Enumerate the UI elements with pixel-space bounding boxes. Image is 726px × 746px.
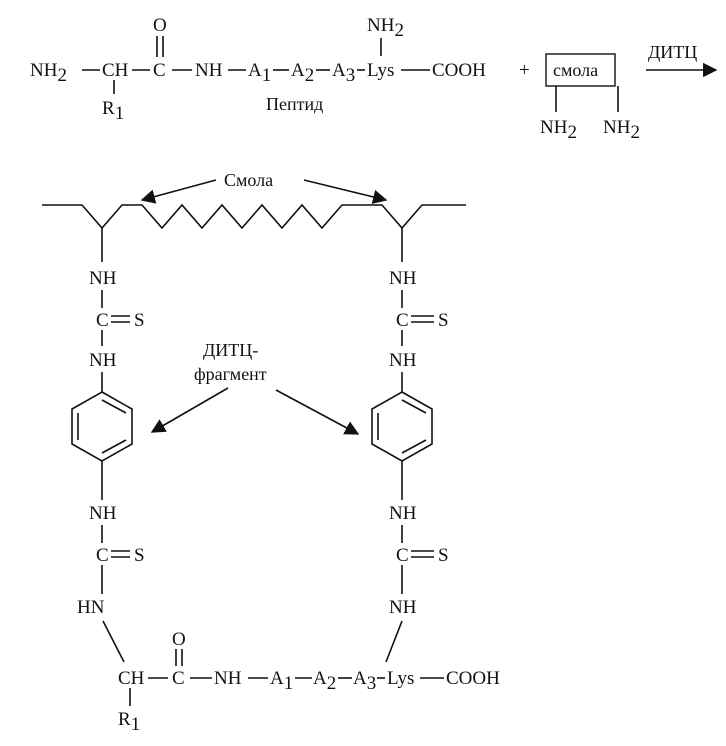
left-upper-nh2: NH: [89, 350, 117, 371]
bound-residue-a2: A2: [313, 668, 336, 694]
right-benzene-ring: [371, 391, 433, 462]
resin-nh2-right: NH2: [603, 117, 640, 143]
bound-alpha-ch: CH: [118, 668, 145, 689]
peptide-alpha-ch: CH: [102, 60, 129, 81]
left-upper-s: S: [134, 310, 145, 331]
peptide-cooh-terminus: COOH: [432, 60, 486, 81]
starting-peptide: NH2 CH R1 O C NH A1 A2 A3 NH2 Lys COOH П…: [30, 15, 486, 124]
ditc-pointer-right: [275, 389, 360, 435]
ditc-pointer-left: [150, 387, 229, 433]
right-lower-c: C: [396, 545, 409, 566]
right-upper-s: S: [438, 310, 449, 331]
resin-box: [545, 53, 616, 87]
bound-amide-nh: NH: [214, 668, 242, 689]
peptide-carbonyl-c: C: [153, 60, 166, 81]
left-upper-c: C: [96, 310, 109, 331]
bound-residue-a3: A3: [353, 668, 376, 694]
reaction-arrow: ДИТЦ: [646, 42, 718, 78]
right-lower-nh2: NH: [389, 597, 417, 618]
resin-backbone: Смола: [42, 170, 466, 262]
residue-a2: A2: [291, 60, 314, 86]
bound-carbonyl-c: C: [172, 668, 185, 689]
lysine-side-chain-nh2: NH2: [367, 15, 404, 41]
residue-a3: A3: [332, 60, 355, 86]
ditc-fragment-callout: ДИТЦ- фрагмент: [150, 340, 360, 435]
right-upper-nh2: NH: [389, 350, 417, 371]
peptide-carbonyl-o: O: [153, 15, 167, 36]
ditc-label-line1: ДИТЦ-: [203, 340, 258, 360]
bound-cooh-terminus: COOH: [446, 668, 500, 689]
right-upper-nh: NH: [389, 268, 417, 289]
left-hn: HN: [77, 597, 105, 618]
left-lower-c: C: [96, 545, 109, 566]
resin-reagent: смола NH2 NH2: [540, 53, 640, 143]
bound-residue-lys: Lys: [387, 668, 414, 689]
resin-chain: [42, 203, 466, 230]
right-ditc-linker: NH C S NH NH C S NH: [371, 268, 449, 663]
bond: [385, 620, 403, 663]
left-upper-nh: NH: [89, 268, 117, 289]
peptide-caption: Пептид: [266, 94, 323, 114]
right-lower-s: S: [438, 545, 449, 566]
right-upper-c: C: [396, 310, 409, 331]
resin-nh2-left: NH2: [540, 117, 577, 143]
ditc-label-line2: фрагмент: [194, 364, 267, 384]
left-ditc-linker: NH C S NH NH C S HN: [71, 268, 145, 663]
residue-lys: Lys: [367, 60, 394, 81]
left-benzene-ring: [71, 391, 133, 462]
left-lower-s: S: [134, 545, 145, 566]
left-lower-nh: NH: [89, 503, 117, 524]
bond: [102, 620, 125, 663]
peptide-amide-nh: NH: [195, 60, 223, 81]
peptide-nh2-terminus: NH2: [30, 60, 67, 86]
peptide-side-chain-r1: R1: [102, 98, 124, 124]
bound-residue-a1: A1: [270, 668, 293, 694]
bound-peptide: CH R1 O C NH A1 A2 A3 Lys COOH: [118, 629, 500, 735]
right-lower-nh: NH: [389, 503, 417, 524]
bound-side-chain-r1: R1: [118, 709, 140, 735]
residue-a1: A1: [248, 60, 271, 86]
plus-sign: +: [519, 60, 530, 81]
bound-carbonyl-o: O: [172, 629, 186, 650]
resin-box-label: смола: [553, 60, 598, 80]
resin-pointer-left: [140, 179, 217, 204]
reagent-ditc-label: ДИТЦ: [648, 42, 697, 62]
resin-pointer-right: [303, 179, 388, 204]
resin-label: Смола: [224, 170, 273, 190]
